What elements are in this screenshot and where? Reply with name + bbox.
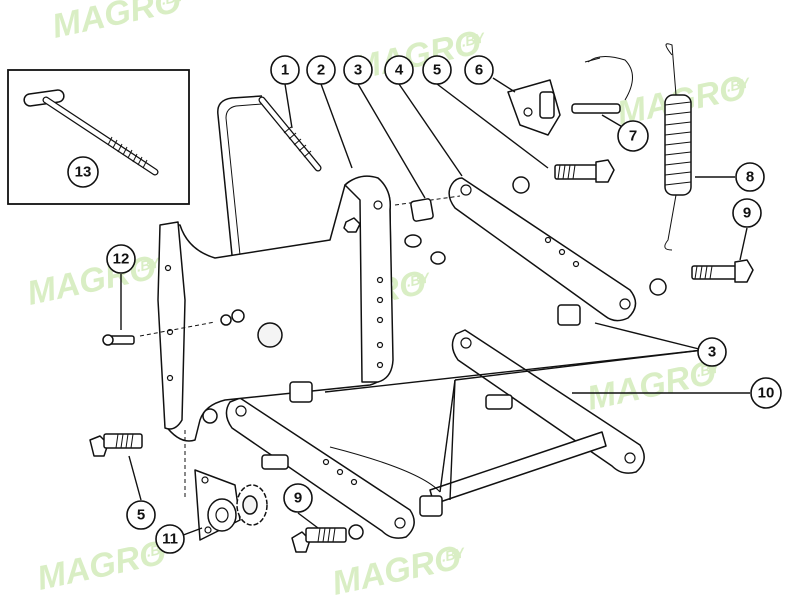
watermark-suffix: .BY: [725, 74, 753, 95]
callout-5-top: 5: [422, 55, 452, 85]
watermark-suffix: .BY: [135, 254, 163, 275]
tension-spring: [664, 43, 692, 251]
main-bracket: [139, 175, 461, 500]
callout-2: 2: [306, 55, 336, 85]
callout-9-top-label: 9: [743, 205, 751, 222]
callout-7-highlighted: 7: [617, 120, 649, 152]
callout-10-label: 10: [758, 385, 775, 402]
leader-lines: [120, 77, 750, 538]
callout-8-label: 8: [746, 169, 754, 186]
sprocket-assembly: [194, 408, 268, 541]
bushings: [289, 198, 581, 517]
watermark-suffix: .BY: [160, 0, 188, 8]
spring-bracket: [507, 79, 561, 136]
inset-part-13: [7, 69, 190, 205]
callout-2-label: 2: [317, 62, 325, 79]
callout-12-label: 12: [113, 251, 130, 268]
callout-3-top-label: 3: [354, 62, 362, 79]
callout-9-bottom: 9: [283, 483, 313, 513]
bolt-9-lower: [291, 524, 364, 553]
callout-13-label: 13: [75, 164, 92, 181]
callout-13: 13: [67, 156, 99, 188]
callout-11-label: 11: [162, 531, 178, 548]
watermark-suffix: .BY: [440, 544, 468, 565]
callout-5-top-label: 5: [433, 62, 441, 79]
callout-11: 11: [155, 524, 185, 554]
callout-3-right-label: 3: [708, 344, 716, 361]
callout-6: 6: [464, 55, 494, 85]
bolt-9-upper: [649, 259, 754, 296]
callout-12: 12: [106, 244, 136, 274]
callout-3-top: 3: [343, 55, 373, 85]
callout-5-bottom: 5: [126, 500, 156, 530]
lynch-pin: [571, 56, 633, 114]
upper-link-bar: [448, 177, 637, 322]
callout-3-right: 3: [697, 337, 727, 367]
u-bolt: [217, 95, 322, 256]
watermark-suffix: .BY: [405, 269, 433, 290]
callout-7-label: 7: [629, 128, 637, 145]
callout-6-label: 6: [475, 62, 483, 79]
callout-5-bottom-label: 5: [137, 507, 145, 524]
callout-4: 4: [384, 55, 414, 85]
callout-1-label: 1: [281, 62, 289, 79]
lower-frame: [225, 329, 645, 539]
callout-1: 1: [270, 55, 300, 85]
callout-4-label: 4: [395, 62, 404, 79]
watermark-suffix: .BY: [460, 29, 488, 50]
callout-9-bottom-label: 9: [294, 490, 302, 507]
callout-9-top: 9: [732, 198, 762, 228]
bolt-lower-left: [89, 433, 143, 457]
bolt-12: [102, 334, 135, 346]
callout-10: 10: [750, 377, 782, 409]
bolt-upper: [512, 159, 615, 194]
callout-8: 8: [735, 162, 765, 192]
callouts: 1 2 3 4 5 6 7 8: [67, 55, 782, 554]
